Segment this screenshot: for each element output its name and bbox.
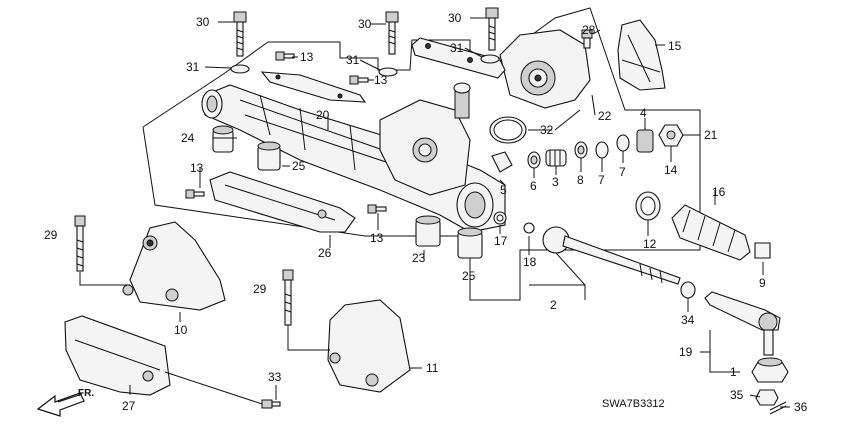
callout-15: 15 bbox=[668, 39, 682, 53]
callout-33: 33 bbox=[268, 370, 282, 384]
washer-31-b bbox=[378, 67, 398, 77]
bolt-29-a bbox=[74, 215, 86, 272]
callout-12: 12 bbox=[643, 237, 657, 251]
diagram-code: SWA7B3312 bbox=[602, 398, 665, 410]
callout-30: 30 bbox=[358, 17, 372, 31]
callout-14: 14 bbox=[664, 163, 678, 177]
callout-31: 31 bbox=[186, 60, 200, 74]
bushing-23 bbox=[415, 215, 441, 247]
callout-36: 36 bbox=[794, 400, 808, 414]
callout-5: 5 bbox=[500, 183, 507, 197]
power-unit bbox=[411, 29, 591, 109]
bushing-25-a bbox=[257, 141, 281, 171]
bolt-30-a bbox=[233, 11, 247, 57]
nut-35 bbox=[755, 389, 779, 406]
callout-21: 21 bbox=[704, 128, 718, 142]
guard-plate-26 bbox=[209, 171, 356, 233]
callout-13: 13 bbox=[370, 231, 384, 245]
callout-28: 28 bbox=[582, 23, 596, 37]
callout-25: 25 bbox=[292, 159, 306, 173]
boot-16 bbox=[671, 204, 751, 261]
callout-30: 30 bbox=[448, 11, 462, 25]
callout-6: 6 bbox=[530, 179, 537, 193]
callout-32: 32 bbox=[540, 123, 554, 137]
callout-labels: 30 30 30 31 31 31 13 13 13 13 20 24 25 2… bbox=[44, 11, 808, 414]
callout-29: 29 bbox=[44, 228, 58, 242]
callout-7: 7 bbox=[619, 165, 626, 179]
callout-29: 29 bbox=[253, 282, 267, 296]
bolt-33 bbox=[261, 399, 281, 409]
callout-2: 2 bbox=[550, 298, 557, 312]
nut-34 bbox=[680, 281, 696, 299]
callout-1: 1 bbox=[730, 365, 737, 379]
bolt-28 bbox=[581, 29, 593, 49]
callout-4: 4 bbox=[640, 106, 647, 120]
callout-16: 16 bbox=[712, 185, 726, 199]
bolt-30-c bbox=[485, 7, 499, 51]
callout-7: 7 bbox=[598, 173, 605, 187]
callout-34: 34 bbox=[681, 313, 695, 327]
tie-rod-2 bbox=[542, 226, 681, 285]
callout-13: 13 bbox=[190, 161, 204, 175]
callout-18: 18 bbox=[523, 255, 537, 269]
callout-26: 26 bbox=[318, 246, 332, 260]
bolt-29-b bbox=[282, 269, 294, 326]
washer-18 bbox=[523, 222, 535, 234]
bolt-30-b bbox=[385, 11, 399, 55]
bushing-24 bbox=[212, 125, 234, 153]
callout-17: 17 bbox=[494, 234, 508, 248]
bracket-20 bbox=[260, 71, 367, 103]
callout-22: 22 bbox=[598, 109, 612, 123]
clamp-12 bbox=[635, 191, 661, 221]
callout-31: 31 bbox=[450, 41, 464, 55]
bolt-13-b bbox=[349, 75, 369, 85]
front-direction-arrow: FR. bbox=[36, 388, 94, 417]
callout-25: 25 bbox=[462, 269, 476, 283]
bolt-13-c bbox=[185, 189, 205, 199]
callout-3: 3 bbox=[552, 175, 559, 189]
leader-lines bbox=[79, 17, 790, 408]
washer-17 bbox=[493, 211, 507, 225]
shield-27 bbox=[64, 315, 171, 396]
callout-9: 9 bbox=[759, 276, 766, 290]
mount-bracket-11 bbox=[327, 299, 411, 393]
part-7-b bbox=[616, 134, 630, 152]
callout-13: 13 bbox=[300, 50, 314, 64]
clip-9 bbox=[754, 242, 771, 259]
steering-rack-housing bbox=[201, 82, 506, 233]
callout-35: 35 bbox=[730, 388, 744, 402]
part-6 bbox=[527, 151, 541, 169]
cover-part bbox=[617, 19, 666, 91]
callout-30: 30 bbox=[196, 15, 210, 29]
callout-11: 11 bbox=[426, 361, 439, 375]
callout-19: 19 bbox=[679, 345, 693, 359]
callout-31: 31 bbox=[346, 53, 360, 67]
bolt-13-a bbox=[275, 51, 295, 61]
part-7-a bbox=[595, 141, 609, 159]
part-5 bbox=[491, 151, 513, 173]
tie-rod-end-19 bbox=[704, 291, 781, 356]
nut-14 bbox=[658, 124, 684, 147]
spring-3 bbox=[545, 149, 567, 167]
bolt-13-d bbox=[367, 204, 387, 214]
callout-8: 8 bbox=[577, 173, 584, 187]
part-4 bbox=[636, 129, 654, 153]
callout-20: 20 bbox=[316, 108, 330, 122]
part-8 bbox=[574, 141, 588, 159]
nut-1 bbox=[751, 357, 789, 383]
callout-13: 13 bbox=[374, 73, 388, 87]
washer-31-c bbox=[480, 54, 500, 64]
callout-24: 24 bbox=[181, 131, 195, 145]
callout-10: 10 bbox=[174, 323, 188, 337]
front-direction-label: FR. bbox=[78, 388, 94, 399]
washer-31-a bbox=[230, 64, 250, 74]
mount-bracket-10 bbox=[122, 221, 226, 311]
callout-23: 23 bbox=[412, 251, 426, 265]
callout-27: 27 bbox=[122, 399, 136, 413]
bushing-25-b bbox=[457, 227, 483, 259]
